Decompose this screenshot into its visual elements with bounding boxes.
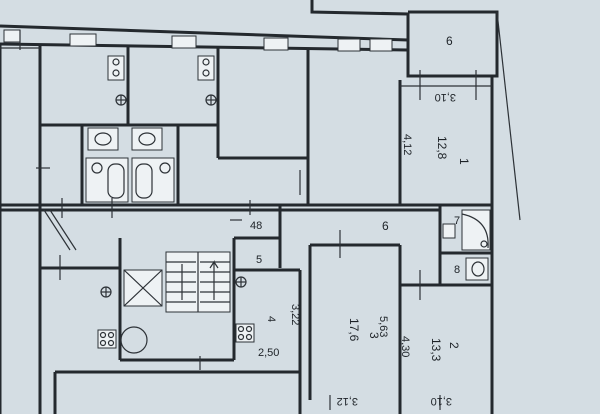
- gas-valve-icon: [100, 286, 112, 298]
- room-6-top-number: 6: [446, 34, 453, 48]
- kitchen-length: 3,22: [289, 304, 301, 325]
- stove-icon: [97, 329, 117, 349]
- gas-valve-icon: [115, 94, 127, 106]
- room-2-number: 2: [447, 342, 461, 349]
- toilet-icon: [87, 127, 119, 151]
- room-labels: 6 3,10 12,8 1 4,12 6 48 7 8 5 4 3,22 2,5…: [250, 34, 471, 407]
- hall-label-48: 48: [250, 220, 262, 232]
- room-3-number: 3: [367, 332, 381, 339]
- room-3-width: 3,12: [337, 395, 358, 407]
- gas-valve-icon: [235, 276, 247, 288]
- bathtub-icon: [85, 157, 129, 203]
- toilet-icon: [465, 257, 489, 281]
- room-2-width: 3,10: [431, 395, 452, 407]
- wc-number: 8: [454, 264, 460, 276]
- room-3-length: 5,63: [377, 316, 389, 337]
- stove-icon: [197, 55, 215, 81]
- bath-number: 7: [454, 215, 460, 227]
- trash-chute-icon: [120, 326, 148, 354]
- bathtub-icon: [461, 209, 491, 251]
- staircase: [165, 251, 231, 313]
- elevator-shaft: [123, 269, 163, 307]
- sink-icon: [442, 223, 456, 239]
- room-2-length: 4,30: [399, 336, 411, 357]
- bathtub-icon: [131, 157, 175, 203]
- kitchen-width: 2,50: [258, 347, 279, 359]
- dimension-ticks: [19, 30, 477, 410]
- room-1-area: 12,8: [435, 136, 449, 160]
- room-3-area: 17,6: [347, 318, 361, 342]
- toilet-icon: [131, 127, 163, 151]
- hall-number: 6: [382, 219, 389, 233]
- building-walls: [0, 0, 521, 414]
- kitchen-number: 4: [265, 316, 277, 322]
- room-1-width: 3,10: [435, 91, 456, 103]
- gas-valve-icon: [205, 94, 217, 106]
- room-1-number: 1: [457, 158, 471, 165]
- room-2-area: 13,3: [429, 338, 443, 362]
- stove-icon: [235, 323, 255, 343]
- room-1-length: 4,12: [401, 134, 413, 155]
- upper-partitions: [0, 46, 492, 205]
- stove-icon: [107, 55, 125, 81]
- lower-partitions: [40, 203, 492, 414]
- window-marks: [3, 29, 393, 52]
- corridor-number: 5: [256, 254, 262, 266]
